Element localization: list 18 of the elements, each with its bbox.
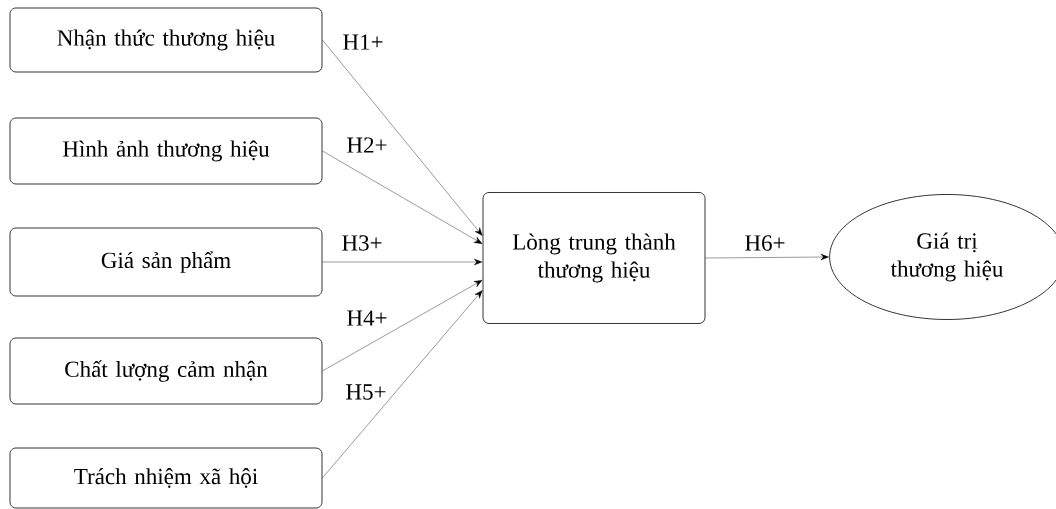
edge-label: H4+ bbox=[345, 309, 389, 327]
factor-box: Trách nhiệm xã hội bbox=[9, 447, 323, 509]
arrow bbox=[705, 253, 829, 261]
arrow bbox=[322, 39, 483, 236]
arrow bbox=[322, 258, 483, 266]
edge-label: H5+ bbox=[344, 383, 388, 401]
factor-box: Hình ảnh thương hiệu bbox=[9, 117, 323, 185]
factor-box: Giá sản phẩm bbox=[9, 227, 323, 297]
factor-box: Chất lượng cảm nhận bbox=[9, 337, 323, 405]
arrow bbox=[322, 150, 483, 244]
edge-label: H1+ bbox=[341, 33, 385, 51]
arrow bbox=[322, 280, 483, 372]
factor-box: Lòng trung thành thương hiệu bbox=[482, 192, 706, 324]
arrow bbox=[322, 290, 483, 479]
edge-label: H2+ bbox=[345, 136, 389, 154]
edge-label: H3+ bbox=[340, 234, 384, 252]
factor-box: Nhận thức thương hiệu bbox=[9, 7, 323, 73]
edge-label: H6+ bbox=[743, 234, 787, 252]
